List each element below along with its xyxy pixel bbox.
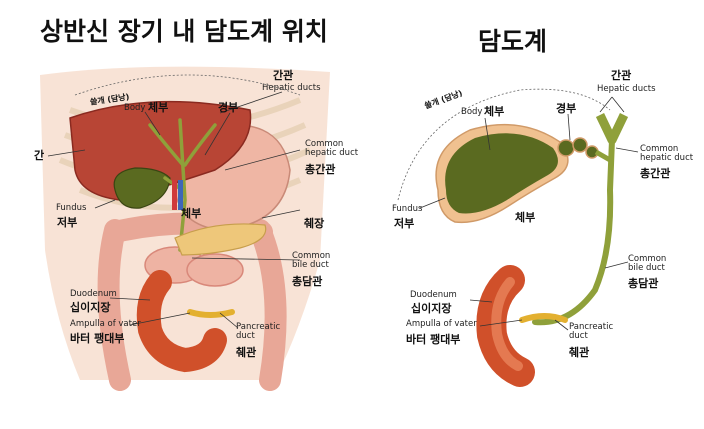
right-gallbladder-neck: [557, 137, 599, 159]
left-ampulla-en: Ampulla of vater: [70, 319, 141, 329]
right-body2-ko: 체부: [515, 211, 536, 224]
right-gallbladder: [445, 133, 558, 214]
left-body2-ko: 체부: [181, 207, 202, 220]
left-hepatic-ko: 간관: [273, 69, 294, 82]
right-hepatic-ko: 간관: [611, 69, 632, 82]
left-fundus-en: Fundus: [56, 203, 87, 213]
left-duodenum-ko: 십이지장: [70, 301, 111, 314]
left-pancreatic-ko: 췌관: [236, 346, 257, 359]
right-common-hepatic-en: Common hepatic duct: [640, 144, 694, 163]
left-liver-ko: 간: [34, 149, 45, 162]
right-duodenum-highlight: [491, 277, 523, 371]
right-neck-ko: 경부: [556, 102, 577, 115]
left-common-hepatic-en: Common hepatic duct: [305, 139, 359, 158]
right-hepatic-en: Hepatic ducts: [597, 84, 656, 94]
right-duodenum-en: Duodenum: [410, 290, 457, 300]
left-pancreas: [174, 223, 267, 256]
right-arc: [397, 88, 611, 201]
left-common-bile-ko: 총담관: [292, 275, 323, 288]
right-ampulla-en: Ampulla of vater: [406, 319, 477, 329]
left-ampulla-ko: 바터 팽대부: [70, 332, 125, 345]
left-duodenum-en: Duodenum: [70, 289, 117, 299]
left-hepatic-en: Hepatic ducts: [262, 83, 321, 93]
right-ampulla-ko: 바터 팽대부: [406, 333, 461, 346]
left-arc: [74, 74, 301, 96]
left-common-bile-en: Common bile duct: [292, 251, 331, 270]
right-pancreatic-duct: [519, 313, 568, 323]
left-duodenum: [136, 270, 227, 373]
left-leader-lines: [47, 91, 301, 329]
right-body-ko: 체부: [484, 105, 505, 118]
left-gallbladder: [113, 167, 171, 209]
right-pancreatic-ko: 췌관: [569, 346, 590, 359]
right-leader-lines: [419, 96, 639, 331]
right-body-en: Body: [461, 107, 483, 117]
right-duodenum-ko: 십이지장: [411, 302, 452, 315]
left-pancreatic-en: Pancreatic duct: [236, 322, 281, 341]
left-fundus-ko: 저부: [57, 216, 78, 229]
liver: [69, 100, 252, 201]
left-neck-ko: 경부: [218, 101, 239, 114]
aorta: [172, 180, 177, 210]
left-pancreas-ko: 췌장: [304, 217, 325, 230]
right-pancreatic-en: Pancreatic duct: [569, 322, 614, 341]
right-fundus-en: Fundus: [392, 204, 423, 214]
right-cystic-duct: [594, 149, 612, 163]
right-title: 담도계: [478, 27, 548, 56]
right-common-bile-en: Common bile duct: [628, 254, 667, 273]
right-common-hepatic-ko: 총간관: [640, 167, 671, 180]
right-hepatic-ducts: [595, 113, 629, 145]
left-body-ko: 체부: [148, 101, 169, 114]
left-pancreatic-duct: [187, 309, 235, 318]
left-title: 상반신 장기 내 담도계 위치: [40, 17, 328, 46]
left-common-hepatic-ko: 총간관: [305, 163, 336, 176]
vena-cava: [178, 180, 183, 210]
left-body-en: Body: [124, 103, 146, 113]
right-fundus-ko: 저부: [394, 217, 415, 230]
right-common-bile-ko: 총담관: [628, 277, 659, 290]
